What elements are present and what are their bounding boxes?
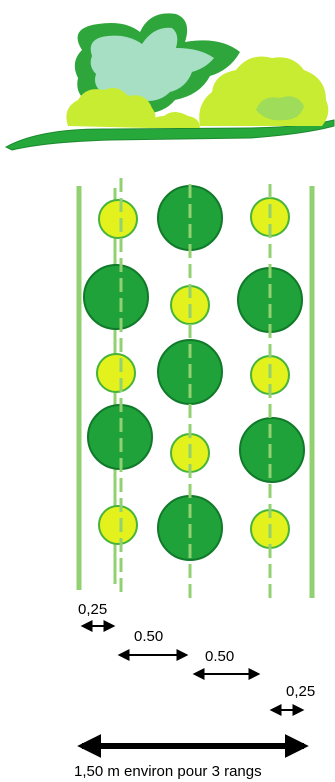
planting-row-center [157,184,223,598]
planting-row-left [83,178,153,598]
plant-light [98,199,138,239]
label-spacing-edge-right: 0,25 [286,683,315,700]
hedge-shrub-left [66,88,156,128]
plant-dark [83,264,149,330]
label-total-width: 1,50 m environ pour 3 rangs [74,763,262,780]
hedge-shrub-right-shade [256,96,304,121]
hedge-canopy-light [90,27,214,102]
dimension-row-spacing-1: 0.50 [117,628,189,661]
plant-light [96,353,136,393]
hedge-shrub-center [150,112,200,128]
plant-light [98,505,138,545]
dimension-edge-left: 0,25 [78,601,116,632]
label-spacing-rows-2: 0.50 [205,648,234,665]
dimension-row-spacing-2: 0.50 [192,648,261,680]
label-spacing-edge-left: 0,25 [78,601,107,618]
plant-dark [239,417,305,483]
dimension-edge-right: 0,25 [269,683,315,716]
dimension-total-width: 1,50 m environ pour 3 rangs [74,734,309,780]
planting-row-right [237,184,305,598]
label-spacing-rows-1: 0.50 [134,628,163,645]
hedge-ground [4,119,335,151]
hedge-illustration-icon [4,13,335,151]
